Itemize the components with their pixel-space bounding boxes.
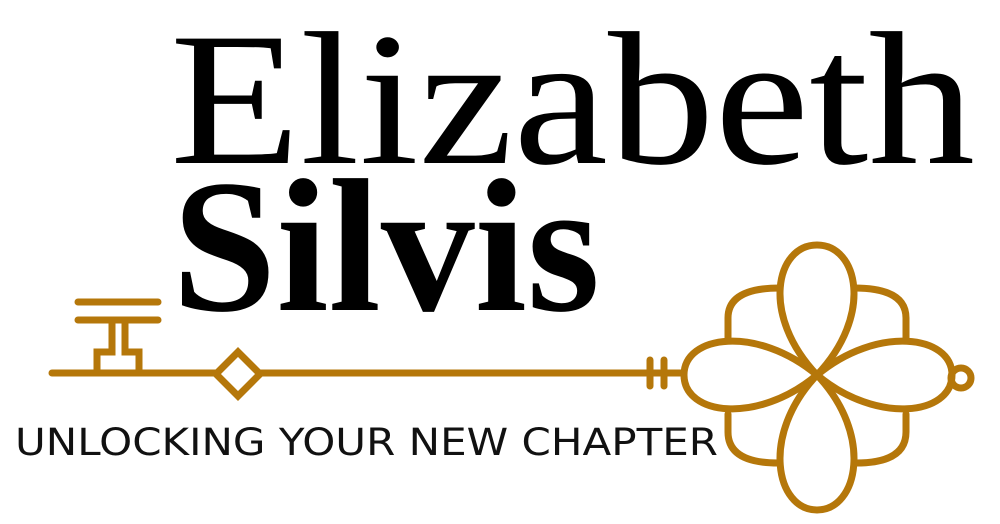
- last-name: Silvis: [172, 142, 600, 352]
- tagline: UNLOCKING YOUR NEW CHAPTER: [15, 421, 718, 464]
- key-bow: [680, 241, 975, 514]
- key-ring: [947, 364, 975, 392]
- key-diamond: [211, 347, 265, 401]
- key-bit: [74, 298, 162, 377]
- first-name: Elizabeth: [170, 0, 975, 205]
- key-icon: [48, 241, 975, 514]
